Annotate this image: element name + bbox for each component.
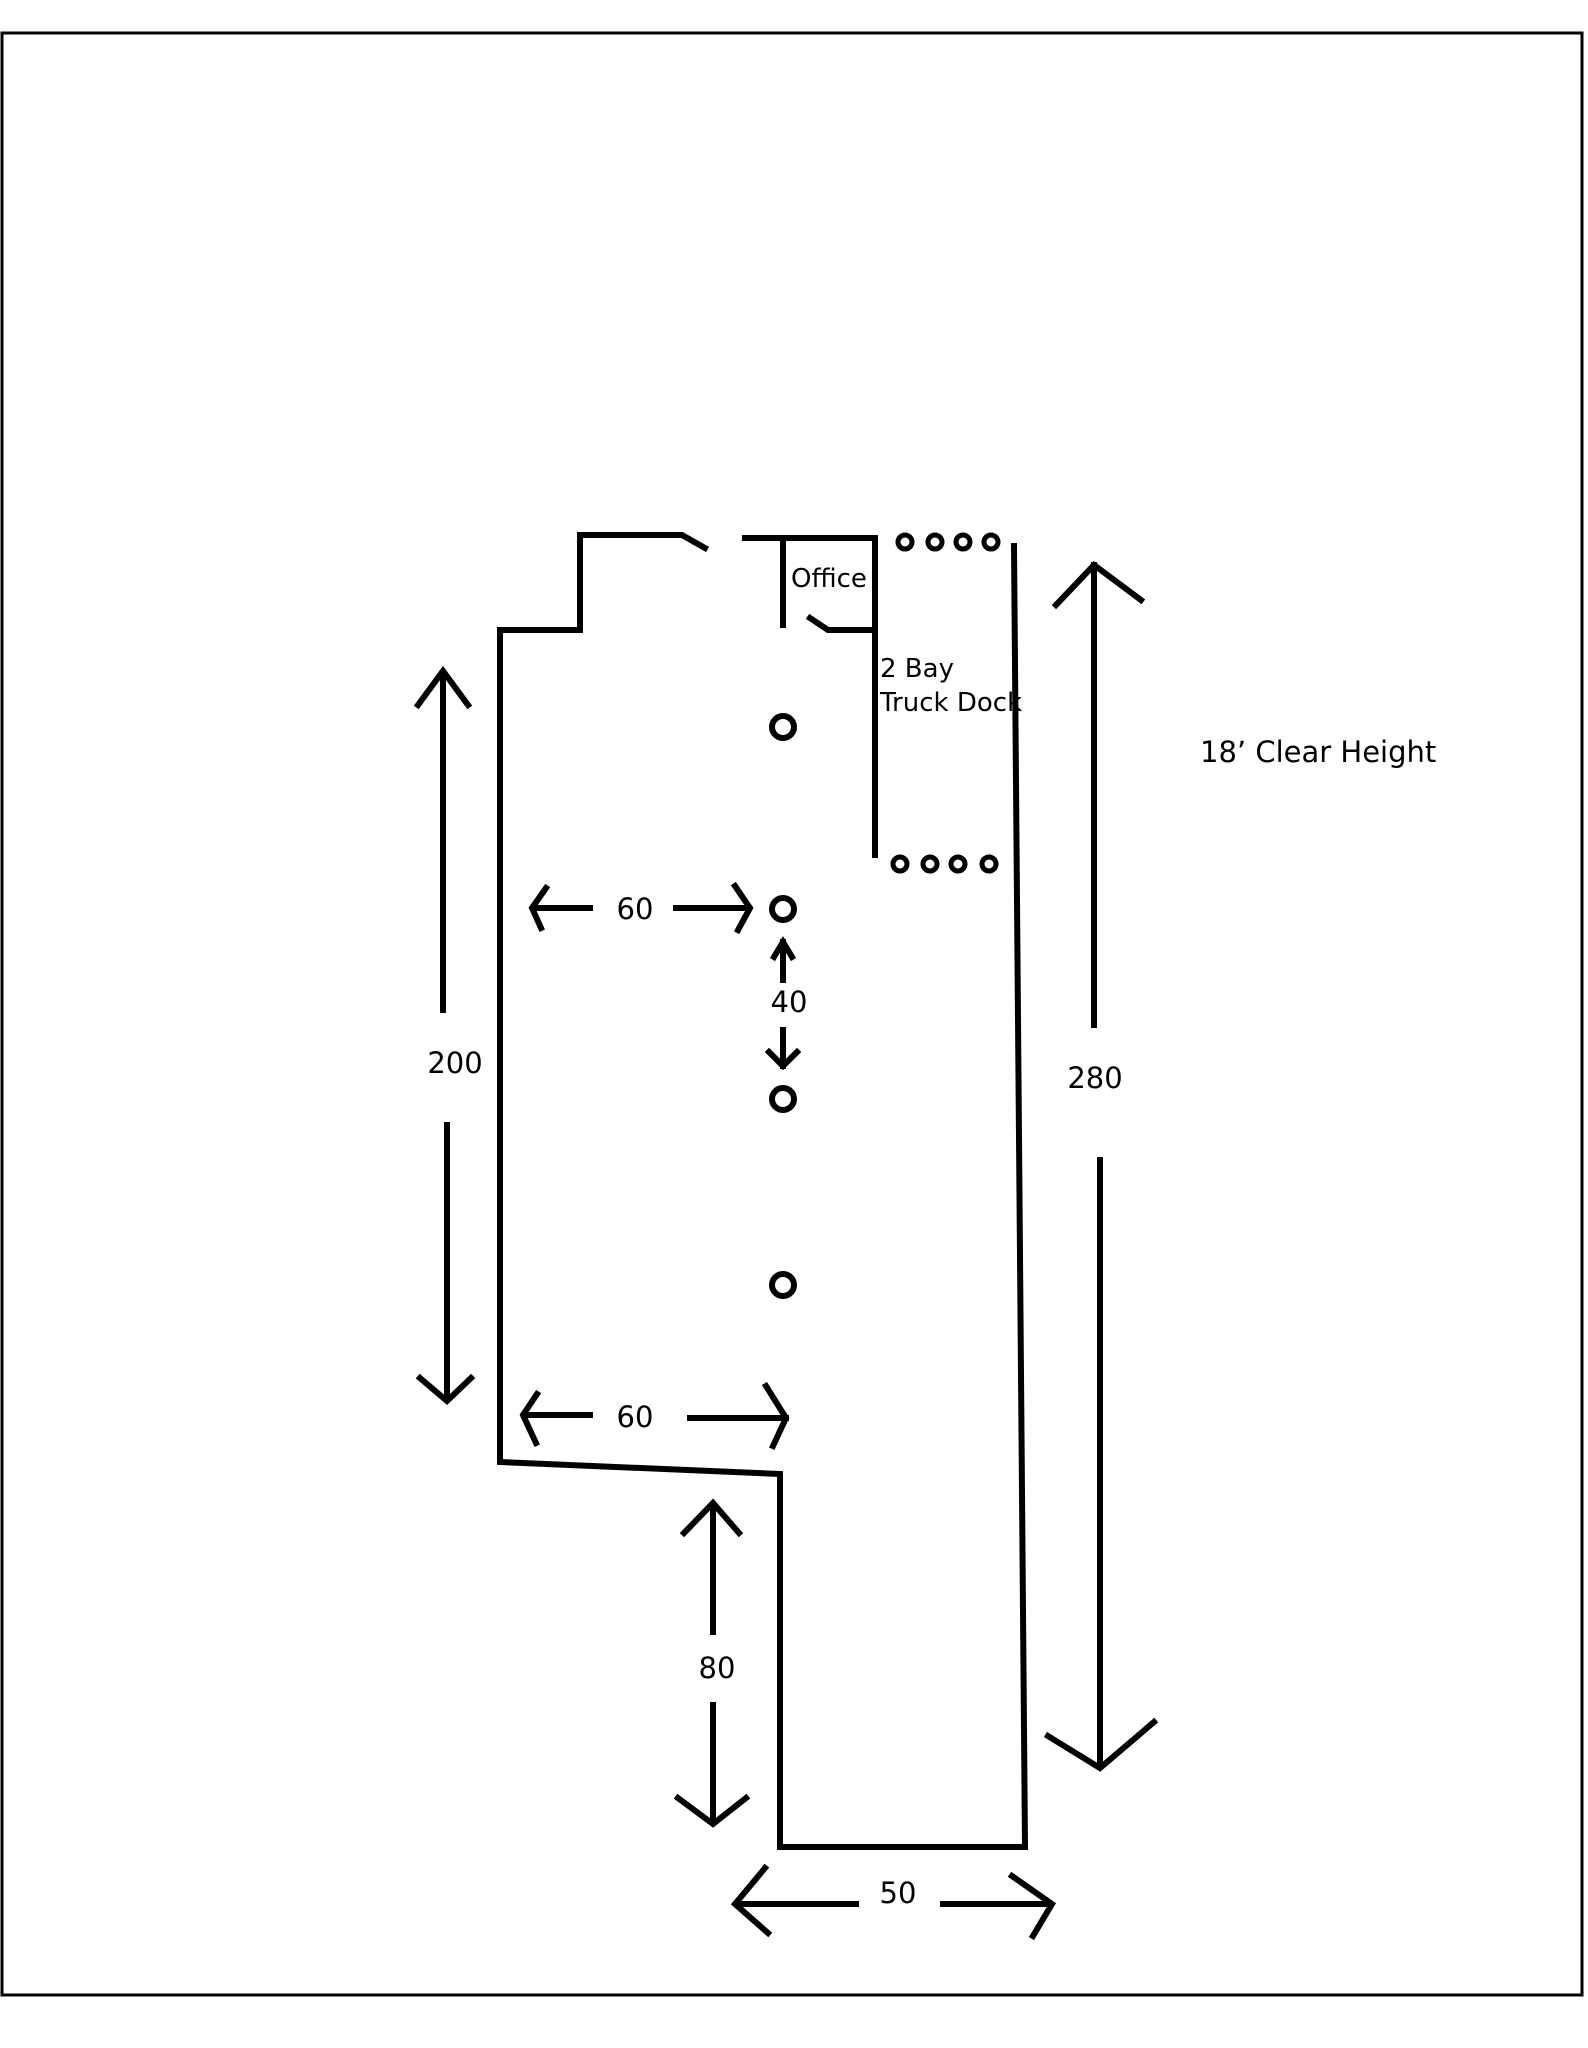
dimension-label-upper-width: 60	[617, 892, 654, 926]
dimension-label-lower-width: 60	[617, 1400, 654, 1434]
office-label: Office	[791, 564, 867, 594]
dimension-label-column-spacing: 40	[771, 985, 808, 1019]
clear-height-note: 18’ Clear Height	[1200, 735, 1436, 769]
column-circle-icon	[769, 1085, 797, 1113]
dimension-label-right-height: 280	[1067, 1061, 1122, 1095]
truck-dock-label-line1: 2 Bay	[880, 654, 954, 684]
column-circle-icon	[769, 1271, 797, 1299]
dimension-arrow-bottom-width	[730, 1863, 1057, 1941]
dimension-arrow-left-height	[413, 665, 476, 1406]
dimension-arrow-column-spacing	[764, 936, 802, 1071]
dimension-label-left-height: 200	[427, 1046, 482, 1080]
truck-dock-label-line2: Truck Dock	[879, 688, 1022, 718]
column-circle-icon	[769, 713, 797, 741]
dimension-label-bottom-depth: 80	[699, 1651, 736, 1685]
dimension-label-bottom-width: 50	[880, 1876, 917, 1910]
column-circle-icon	[769, 895, 797, 923]
building-wall-left	[497, 532, 1029, 1850]
building-wall-top-right	[742, 535, 878, 858]
office-door	[805, 613, 878, 633]
dimension-arrow-right-height	[1043, 561, 1159, 1772]
dock-door-dot-icon	[895, 532, 1001, 552]
dock-door-dot-icon	[890, 854, 999, 874]
dimension-arrow-bottom-depth	[673, 1498, 751, 1828]
dimension-arrow-lower-width	[519, 1381, 790, 1450]
page-border	[0, 31, 1584, 1997]
dimension-arrow-upper-width	[528, 881, 754, 935]
